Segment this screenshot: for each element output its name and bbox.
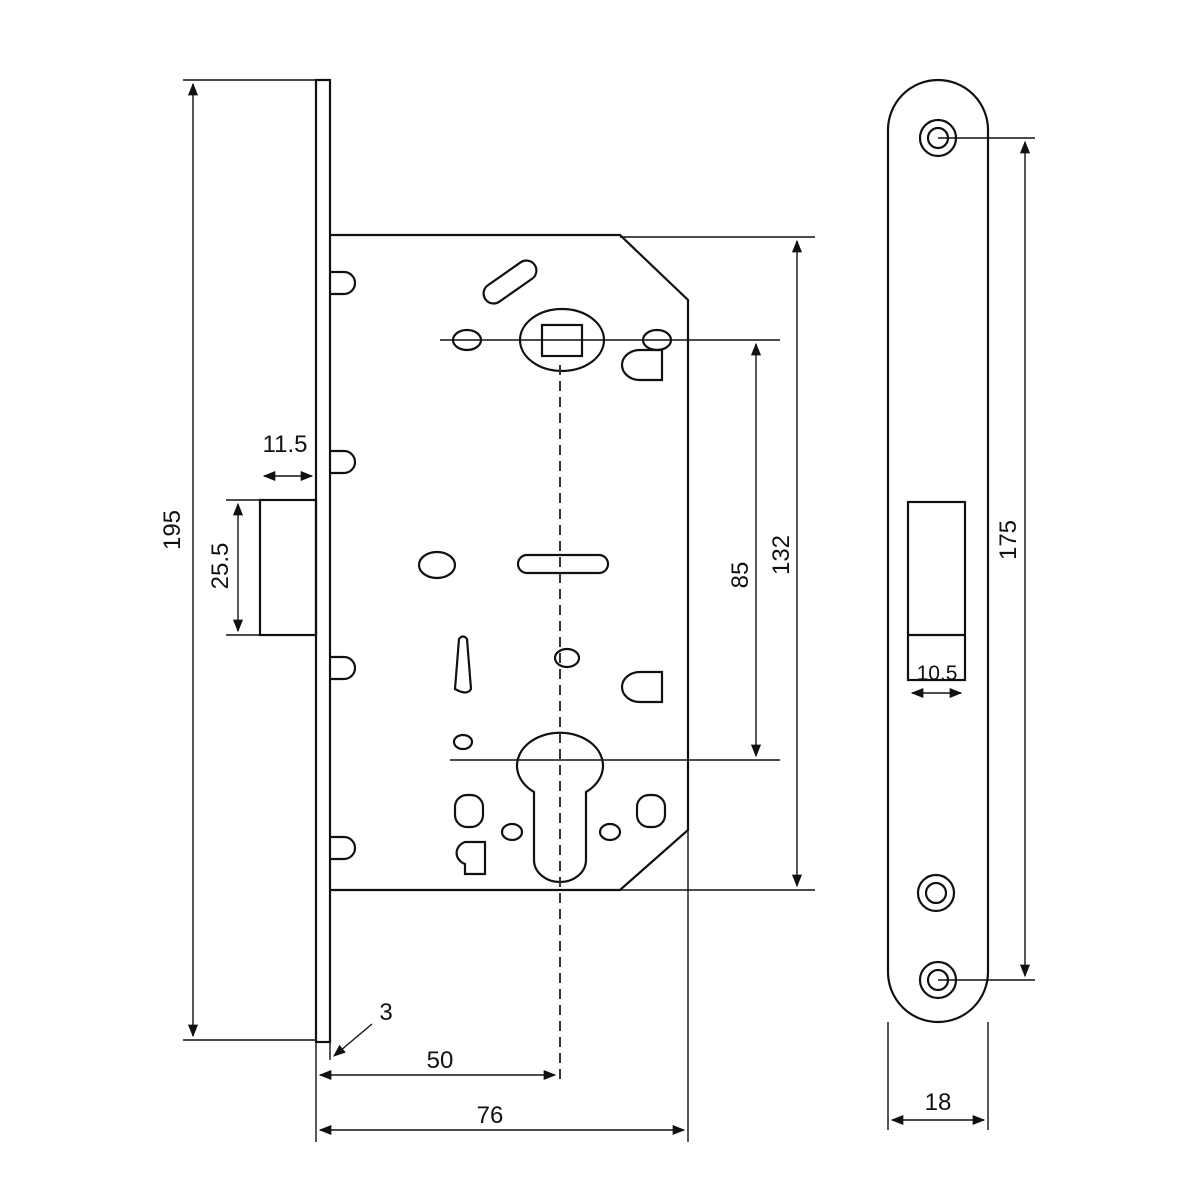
strike-plate-outline — [886, 78, 990, 1024]
dim-195: 195 — [159, 510, 186, 550]
dim-3: 3 — [379, 999, 392, 1026]
dim-76: 76 — [477, 1102, 504, 1129]
small-hole — [452, 733, 474, 751]
dim-10-5: 10.5 — [917, 662, 958, 685]
teardrop-slot — [453, 635, 473, 694]
d-hole — [620, 670, 664, 704]
mortise-lock-body — [258, 78, 780, 1085]
dim-50: 50 — [427, 1047, 454, 1074]
dim-11-5: 11.5 — [263, 431, 308, 458]
d-hole — [620, 348, 664, 382]
small-hole — [500, 822, 524, 842]
strike-window — [906, 500, 967, 682]
oval-hole — [635, 793, 667, 829]
small-hole — [598, 822, 622, 842]
lock-case-outline — [330, 233, 690, 892]
dim-132: 132 — [768, 535, 795, 575]
cylinder-cutout — [515, 731, 605, 884]
horizontal-slot — [516, 553, 610, 575]
faceplate — [314, 78, 332, 1044]
dim-85: 85 — [727, 562, 754, 589]
slanted-slot — [482, 259, 538, 305]
faceplate-slots — [330, 270, 357, 861]
strike-plate — [886, 78, 1035, 1130]
dim-18: 18 — [925, 1089, 952, 1116]
dimension-lines — [183, 79, 815, 1142]
small-hole — [553, 647, 581, 669]
oval-hole — [453, 793, 485, 829]
d-hole — [455, 840, 487, 876]
round-hole — [417, 550, 457, 580]
latch-bolt — [258, 498, 318, 637]
dim-25-5: 25.5 — [207, 543, 234, 590]
dim-175: 175 — [995, 520, 1022, 560]
